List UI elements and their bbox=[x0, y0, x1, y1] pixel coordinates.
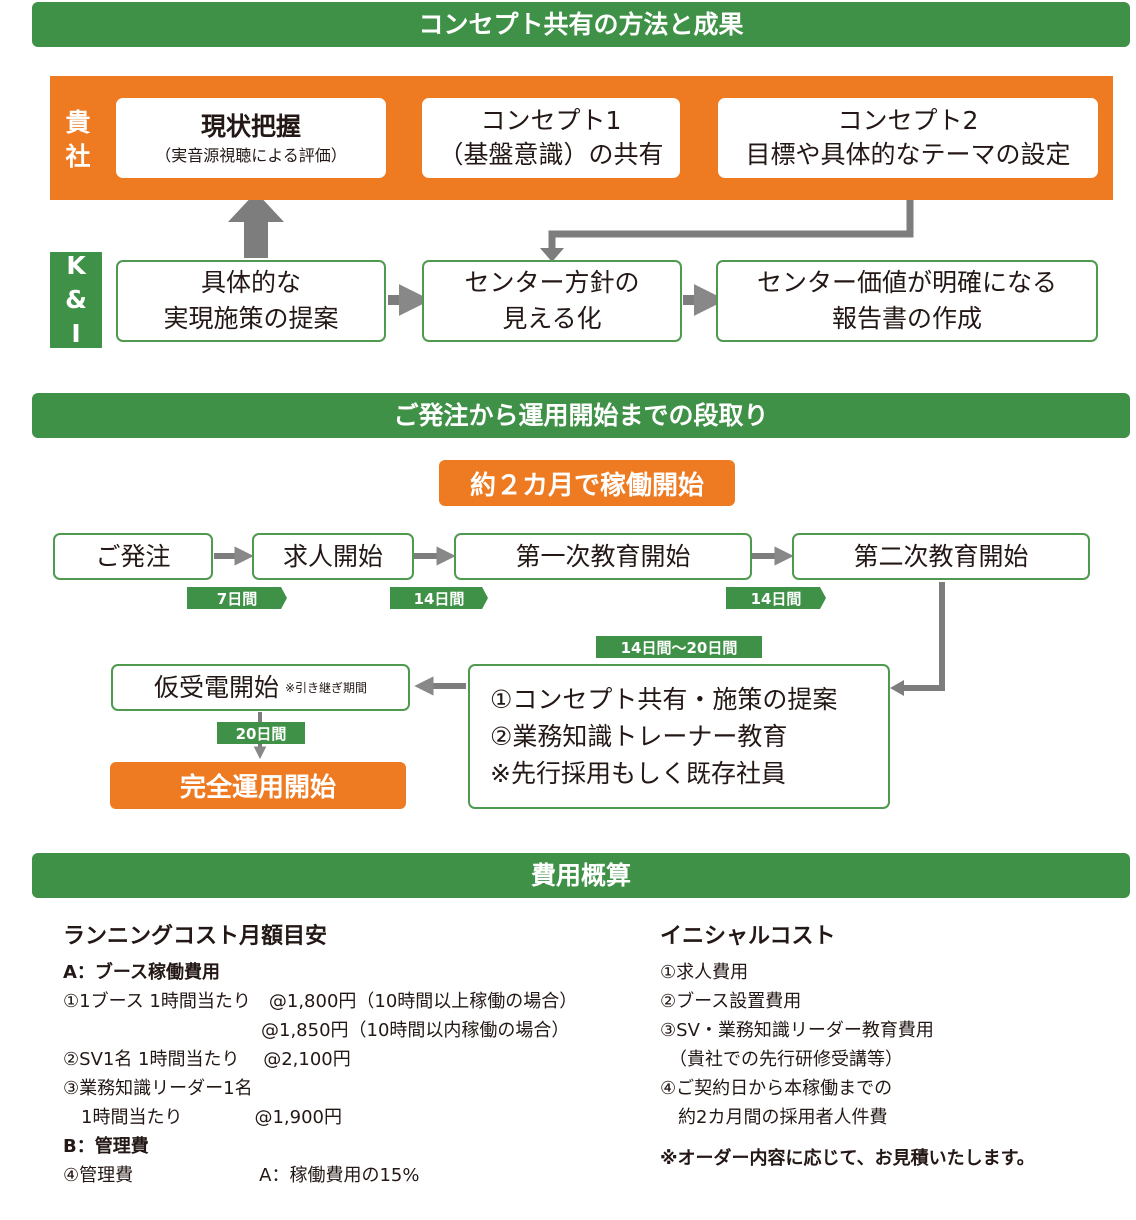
step-recruit: 求人開始 bbox=[252, 533, 414, 580]
training-item-note: ※先行採用もしく既存社員 bbox=[490, 759, 786, 788]
running-cost-line-3: ②SV1名 1時間当たり @2,100円 bbox=[63, 1049, 351, 1070]
running-cost-block: ランニングコスト月額目安 A：ブース稼働費用 ①1ブース 1時間当たり @1,8… bbox=[63, 918, 623, 1190]
arrow-elbow-step4 bbox=[902, 582, 945, 691]
running-cost-line-5: 1時間当たり @1,900円 bbox=[63, 1107, 342, 1128]
running-cost-b-title: B：管理費 bbox=[63, 1136, 149, 1157]
initial-cost-line-3: ③SV・業務知識リーダー教育費用 bbox=[660, 1020, 934, 1041]
arrow-up-proposal bbox=[228, 192, 284, 258]
running-cost-line-4: ③業務知識リーダー1名 bbox=[63, 1078, 253, 1099]
arrow-elbow-concept2 bbox=[548, 182, 914, 250]
initial-cost-line-1: ①求人費用 bbox=[660, 962, 749, 983]
partner-box-visualize: センター方針の 見える化 bbox=[422, 260, 682, 342]
partner-box-proposal-line1: 具体的な bbox=[200, 268, 301, 297]
running-cost-line-2: @1,850円（10時間以内稼働の場合） bbox=[63, 1020, 570, 1041]
running-cost-b-line: ④管理費 A：稼働費用の15% bbox=[63, 1165, 420, 1186]
client-box-concept1: コンセプト1 （基盤意識）の共有 bbox=[422, 98, 680, 178]
client-box-concept2-line2: 目標や具体的なテーマの設定 bbox=[745, 140, 1071, 169]
training-item-1: ①コンセプト共有・施策の提案 bbox=[490, 685, 838, 714]
partner-box-visualize-line1: センター方針の bbox=[464, 268, 640, 297]
duration-tag-2: 14日間 bbox=[390, 587, 488, 609]
client-box-status-title: 現状把握 bbox=[200, 112, 301, 141]
client-label: 貴社 bbox=[65, 108, 91, 171]
initial-cost-line-2: ②ブース設置費用 bbox=[660, 991, 802, 1012]
running-cost-line-1: ①1ブース 1時間当たり @1,800円（10時間以上稼働の場合） bbox=[63, 991, 578, 1012]
interim-start-note: ※引き継ぎ期間 bbox=[284, 680, 368, 695]
step-order: ご発注 bbox=[53, 533, 213, 580]
interim-start-box: 仮受電開始 ※引き継ぎ期間 bbox=[111, 664, 410, 711]
training-content-box: ①コンセプト共有・施策の提案 ②業務知識トレーナー教育 ※先行採用もしく既存社員 bbox=[468, 664, 890, 809]
section-title-schedule: ご発注から運用開始までの段取り bbox=[32, 393, 1130, 438]
partner-label: K&I bbox=[50, 251, 102, 348]
initial-cost-note: ※オーダー内容に応じて、お見積いたします。 bbox=[660, 1148, 1035, 1169]
partner-box-proposal-line2: 実現施策の提案 bbox=[163, 304, 339, 333]
step-training-1: 第一次教育開始 bbox=[454, 533, 752, 580]
client-box-concept1-line1: コンセプト1 bbox=[480, 106, 622, 135]
running-cost-a-title: A：ブース稼働費用 bbox=[63, 962, 221, 983]
running-cost-title: ランニングコスト月額目安 bbox=[63, 924, 328, 949]
full-operation-start: 完全運用開始 bbox=[110, 762, 406, 809]
duration-tag-3: 14日間 bbox=[726, 587, 826, 609]
client-box-concept2: コンセプト2 目標や具体的なテーマの設定 bbox=[718, 98, 1098, 178]
initial-cost-title: イニシャルコスト bbox=[660, 924, 836, 949]
step-training-2: 第二次教育開始 bbox=[792, 533, 1090, 580]
partner-box-report-line1: センター価値が明確になる bbox=[756, 268, 1057, 297]
duration-tag-5: 20日間 bbox=[217, 722, 305, 744]
initial-cost-block: イニシャルコスト ①求人費用 ②ブース設置費用 ③SV・業務知識リーダー教育費用… bbox=[660, 918, 1120, 1173]
duration-tag-1: 7日間 bbox=[187, 587, 287, 609]
section-title-cost: 費用概算 bbox=[32, 853, 1130, 898]
training-item-2: ②業務知識トレーナー教育 bbox=[490, 722, 788, 751]
duration-tag-4: 14日間〜20日間 bbox=[596, 636, 762, 658]
initial-cost-line-5: ④ご契約日から本稼働までの bbox=[660, 1078, 893, 1099]
initial-cost-line-4: （貴社での先行研修受講等） bbox=[660, 1049, 903, 1070]
client-box-concept1-line2: （基盤意識）の共有 bbox=[438, 140, 664, 169]
initial-cost-line-6: 約2カ月間の採用者人件費 bbox=[660, 1107, 888, 1128]
partner-box-visualize-line2: 見える化 bbox=[502, 304, 602, 333]
partner-box-report: センター価値が明確になる 報告書の作成 bbox=[716, 260, 1098, 342]
client-box-status-note: （実音源視聴による評価） bbox=[155, 146, 347, 165]
partner-box-proposal: 具体的な 実現施策の提案 bbox=[116, 260, 386, 342]
client-box-concept2-line1: コンセプト2 bbox=[837, 106, 979, 135]
section-title-concept: コンセプト共有の方法と成果 bbox=[32, 2, 1130, 47]
client-box-status: 現状把握 （実音源視聴による評価） bbox=[116, 98, 386, 178]
partner-box-report-line2: 報告書の作成 bbox=[831, 304, 982, 333]
schedule-headline: 約２カ月で稼働開始 bbox=[439, 460, 735, 506]
interim-start-label: 仮受電開始 bbox=[153, 672, 279, 702]
